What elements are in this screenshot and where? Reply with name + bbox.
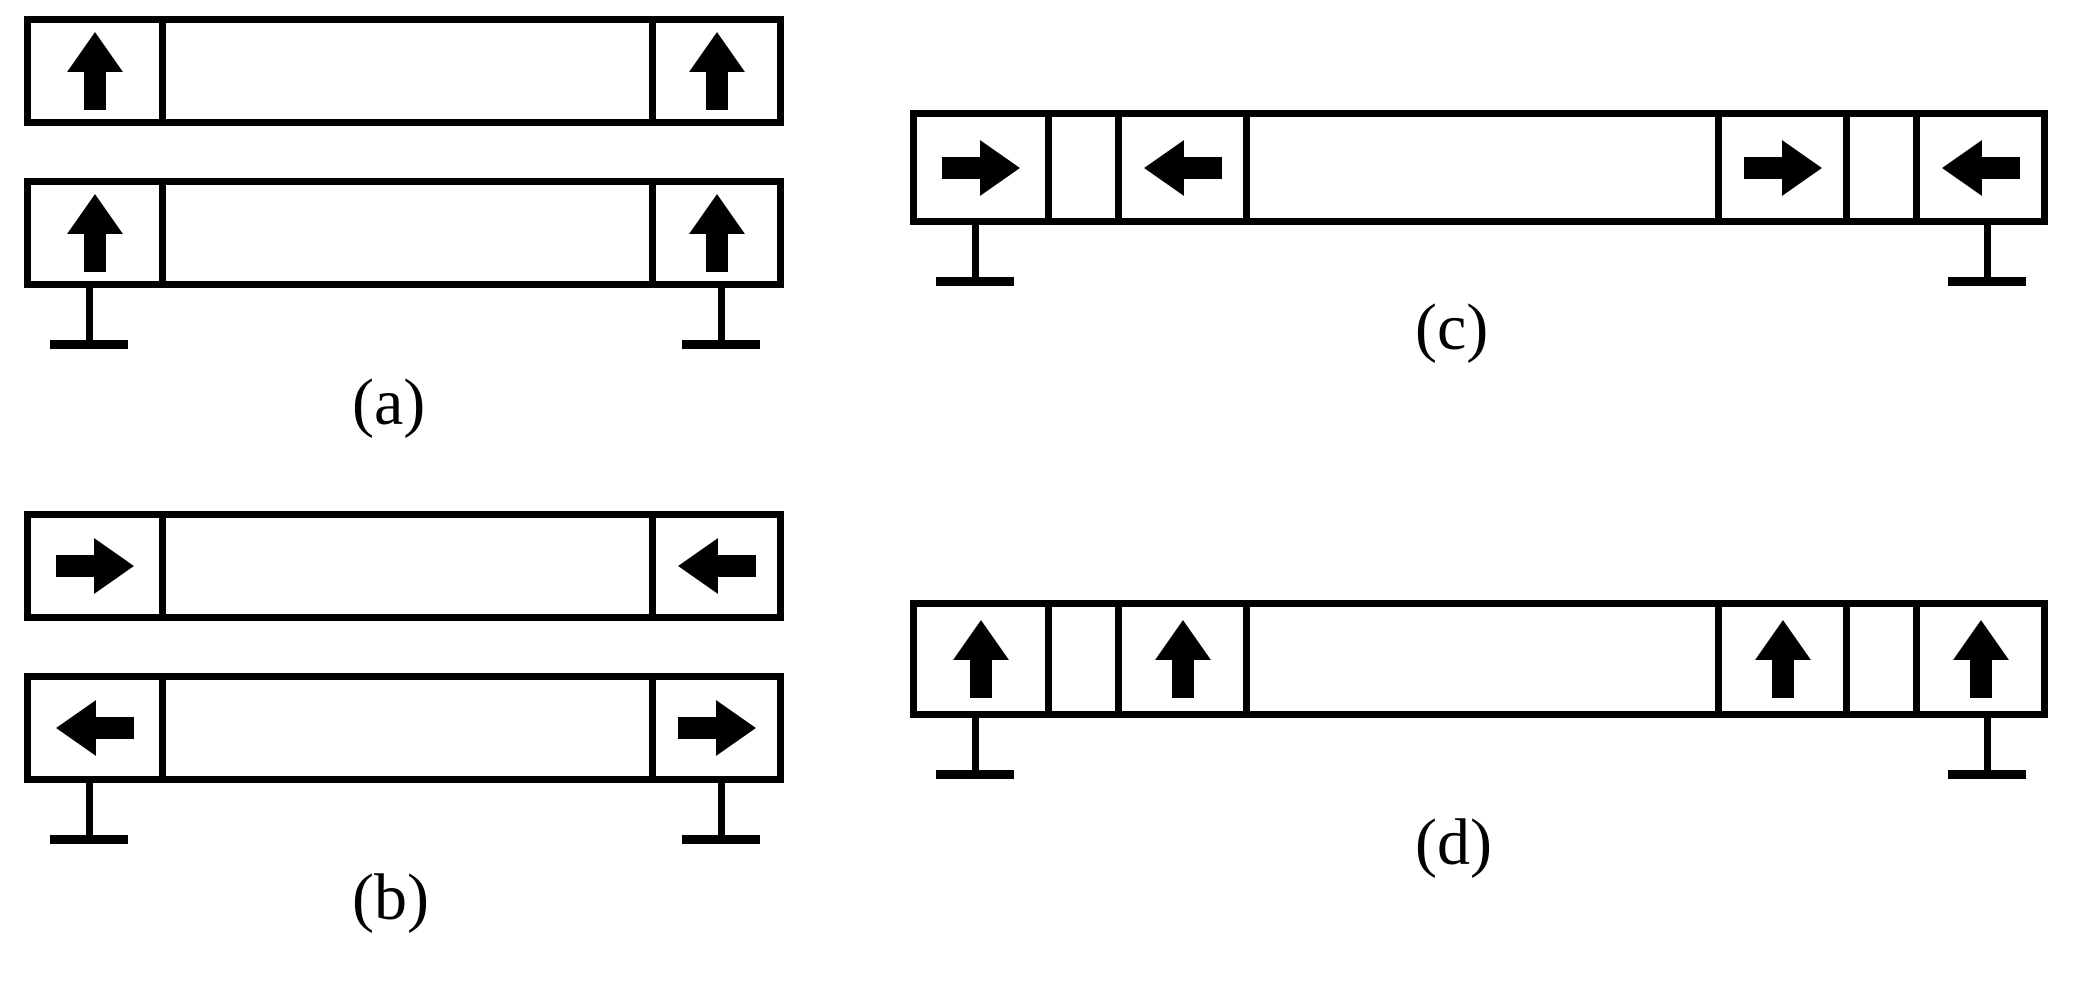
arrow-up-icon <box>951 620 1011 698</box>
cell-electrode-arrow-right[interactable] <box>917 117 1045 218</box>
cell-electrode-arrow-right[interactable] <box>1715 117 1843 218</box>
cell-electrode-arrow-left[interactable] <box>1115 117 1243 218</box>
ground-plate <box>936 770 1014 779</box>
cell-proof-mass[interactable] <box>159 23 649 119</box>
ground-symbol-right <box>1948 716 2026 780</box>
arrow-right-icon <box>942 138 1020 198</box>
ground-symbol-left <box>936 223 1014 287</box>
cell-electrode-arrow-up[interactable] <box>31 23 159 119</box>
arrow-up-icon <box>65 32 125 110</box>
ground-stem <box>86 781 93 837</box>
ground-stem <box>1984 223 1991 279</box>
arrow-up-icon <box>1153 620 1213 698</box>
ground-symbol-right <box>682 781 760 845</box>
panel-label-d: (d) <box>1415 806 1492 879</box>
panel-label-c: (c) <box>1415 291 1489 364</box>
cell-electrode-arrow-up[interactable] <box>1115 607 1243 711</box>
ground-plate <box>936 277 1014 286</box>
cell-electrode-arrow-left[interactable] <box>1913 117 2041 218</box>
arrow-up-icon <box>65 194 125 272</box>
cell-electrode-arrow-left[interactable] <box>649 518 777 614</box>
panel-b-bar-2 <box>24 673 784 783</box>
panel-c-bar-1 <box>910 110 2048 225</box>
cell-electrode-arrow-right[interactable] <box>31 518 159 614</box>
cell-electrode-arrow-up[interactable] <box>649 185 777 281</box>
panel-label-b: (b) <box>352 861 429 934</box>
cell-proof-mass[interactable] <box>159 185 649 281</box>
ground-symbol-left <box>50 286 128 350</box>
arrow-up-icon <box>687 194 747 272</box>
arrow-right-icon <box>1743 138 1822 198</box>
ground-plate <box>1948 277 2026 286</box>
panel-b: (b) <box>0 495 800 955</box>
cell-electrode-arrow-up[interactable] <box>1913 607 2041 711</box>
ground-plate <box>1948 770 2026 779</box>
ground-plate <box>682 835 760 844</box>
cell-electrode-arrow-left[interactable] <box>31 680 159 776</box>
arrow-left-icon <box>677 536 756 596</box>
ground-symbol-left <box>936 716 1014 780</box>
ground-stem <box>718 286 725 342</box>
arrow-right-icon <box>677 698 756 758</box>
panel-a: (a) <box>0 0 800 460</box>
ground-symbol-left <box>50 781 128 845</box>
ground-stem <box>1984 716 1991 772</box>
panel-d-bar-1 <box>910 600 2048 718</box>
ground-stem <box>86 286 93 342</box>
cell-electrode-arrow-up[interactable] <box>917 607 1045 711</box>
arrow-up-icon <box>1951 620 2011 698</box>
ground-symbol-right <box>682 286 760 350</box>
panel-a-bar-2 <box>24 178 784 288</box>
arrow-right-icon <box>56 536 134 596</box>
cell-electrode-arrow-up[interactable] <box>649 23 777 119</box>
cell-proof-mass[interactable] <box>159 680 649 776</box>
ground-plate <box>50 340 128 349</box>
arrow-left-icon <box>1143 138 1222 198</box>
cell-electrode-arrow-up[interactable] <box>31 185 159 281</box>
panel-b-bar-1 <box>24 511 784 621</box>
panel-c: (c) <box>890 80 2085 410</box>
arrow-left-icon <box>56 698 134 758</box>
cell-proof-mass[interactable] <box>1243 117 1715 218</box>
panel-d: (d) <box>890 580 2085 920</box>
ground-stem <box>972 716 979 772</box>
panel-label-a: (a) <box>352 366 426 439</box>
ground-plate <box>50 835 128 844</box>
cell-proof-mass[interactable] <box>1243 607 1715 711</box>
cell-electrode-arrow-up[interactable] <box>1715 607 1843 711</box>
cell-spacer[interactable] <box>1045 607 1115 711</box>
arrow-up-icon <box>687 32 747 110</box>
cell-spacer[interactable] <box>1843 607 1913 711</box>
arrow-up-icon <box>1753 620 1813 698</box>
arrow-left-icon <box>1941 138 2020 198</box>
ground-stem <box>972 223 979 279</box>
panel-a-bar-1 <box>24 16 784 126</box>
ground-stem <box>718 781 725 837</box>
cell-proof-mass[interactable] <box>159 518 649 614</box>
cell-electrode-arrow-right[interactable] <box>649 680 777 776</box>
cell-spacer[interactable] <box>1045 117 1115 218</box>
ground-plate <box>682 340 760 349</box>
ground-symbol-right <box>1948 223 2026 287</box>
cell-spacer[interactable] <box>1843 117 1913 218</box>
